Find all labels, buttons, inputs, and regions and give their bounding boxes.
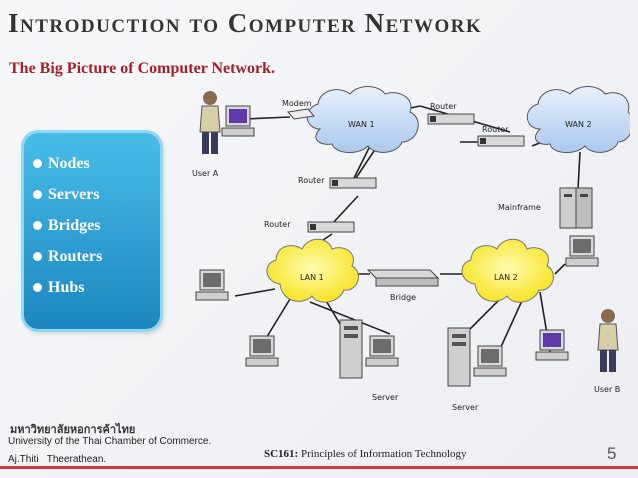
footer-rule [0,466,638,469]
user-a-computer-icon [221,105,255,137]
bullet-item-bridges: Bridges [33,217,160,248]
modem-label: Modem [282,99,312,108]
page-number: 5 [607,444,617,463]
bullet-panel: Nodes Servers Bridges Routers Hubs [24,133,160,329]
lan2-workstation-2-icon [473,345,507,377]
router-mid-label: Router [298,176,325,185]
lan1-cloud: LAN 1 [266,238,359,303]
bullet-item-nodes: Nodes [33,155,160,186]
lan2-cloud: LAN 2 [461,238,554,303]
mainframe-icon [559,187,593,229]
bridge-icon: Bridge [366,269,440,302]
slide-title: Introduction to Computer Network [8,8,483,38]
bridge-label: Bridge [390,293,416,302]
bullet-item-servers: Servers [33,186,160,217]
mainframe-label: Mainframe [498,203,541,212]
user-a-label: User A [192,169,219,178]
wan2-cloud: WAN 2 [526,86,630,153]
teacher-name: Aj.Thiti Theerathean. [8,454,107,465]
course-code: SC161: [264,448,299,460]
server-1-label: Server [372,393,399,402]
lan1-workstation-3-icon [365,335,399,367]
lan1-label: LAN 1 [300,273,324,282]
router-top-label: Router [430,102,457,111]
bullet-item-hubs: Hubs [33,279,160,310]
user-b-computer-icon [535,329,569,361]
bullet-item-routers: Routers [33,248,160,279]
router-right-icon: Router [477,125,525,147]
lan2-label: LAN 2 [494,273,518,282]
router-top-icon: Router [427,102,475,125]
router-mid-icon: Router [298,176,377,189]
lan1-workstation-2-icon [245,335,279,367]
router-low-label: Router [264,220,291,229]
user-b-label: User B [594,385,620,394]
network-links [234,105,581,353]
university-english-name: University of the Thai Chamber of Commer… [8,436,212,447]
course-footer: SC161: Principles of Information Technol… [264,448,467,460]
router-right-label: Router [482,125,509,134]
course-name: Principles of Information Technology [298,448,467,460]
user-a-icon [199,91,221,154]
wan1-cloud: WAN 1 [306,86,419,153]
wan2-label: WAN 2 [565,120,592,129]
lan1-workstation-1-icon [195,269,229,301]
server-2-label: Server [452,403,479,412]
server-1-icon: Server [339,319,399,402]
lan2-workstation-1-icon [565,235,599,267]
network-diagram: WAN 1 WAN 2 LAN 1 LAN 2 Router Router Ro… [192,86,630,412]
user-b-icon [597,309,619,372]
slide-subtitle: The Big Picture of Computer Network. [9,60,276,77]
modem-icon: Modem [282,99,315,120]
wan1-label: WAN 1 [348,120,375,129]
university-thai-name: มหาวิทยาลัยหอการค้าไทย [10,423,136,436]
server-2-icon: Server [447,327,479,412]
router-low-icon: Router [264,220,355,233]
